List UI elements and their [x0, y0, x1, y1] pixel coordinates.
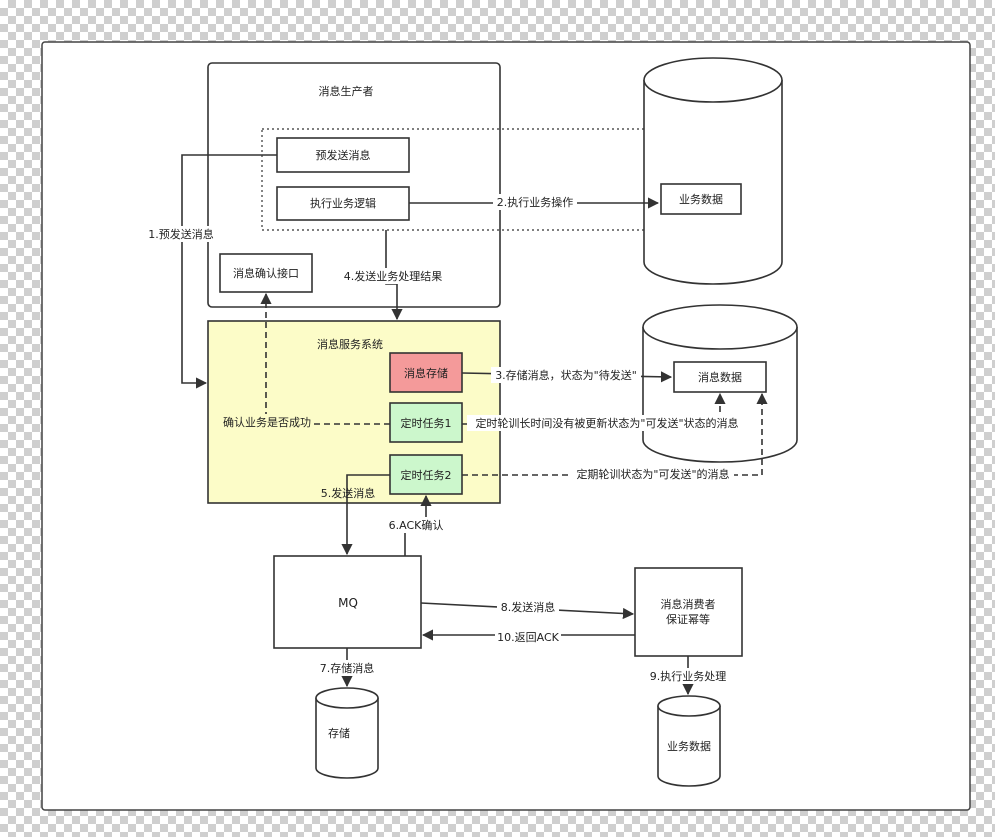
producer-group — [207, 62, 501, 308]
timer1-label: 定时任务1 — [401, 416, 452, 430]
step9-label: 9.执行业务处理 — [650, 669, 727, 683]
poll-timeout-label: 定时轮训长时间没有被更新状态为"可发送"状态的消息 — [475, 416, 738, 430]
step7-label: 7.存储消息 — [320, 661, 375, 675]
step4-label: 4.发送业务处理结果 — [344, 269, 443, 283]
poll-sendable-label: 定期轮训状态为"可发送"的消息 — [576, 467, 729, 481]
timer2-label: 定时任务2 — [401, 468, 452, 482]
storage-cylinder — [315, 698, 379, 779]
step2-bg — [493, 194, 577, 210]
producer-title: 消息生产者 — [319, 84, 374, 98]
service-title: 消息服务系统 — [317, 337, 383, 351]
consumer-db-cylinder — [657, 706, 721, 787]
timer2-box[interactable] — [389, 454, 463, 495]
step4-bg — [338, 268, 448, 284]
confirm-success-label: 确认业务是否成功 — [223, 416, 311, 429]
step1-label: 1.预发送消息 — [148, 227, 214, 241]
confirm-api-box[interactable] — [219, 253, 313, 293]
message-store-label: 消息存储 — [404, 366, 448, 380]
step3-bg — [491, 367, 641, 383]
storage-top — [315, 687, 379, 709]
step2-label: 2.执行业务操作 — [497, 195, 574, 209]
pre-send-label: 预发送消息 — [316, 148, 371, 162]
mq-label: MQ — [338, 596, 358, 610]
consumer-line2: 保证幂等 — [666, 612, 710, 626]
step6-bg — [386, 517, 446, 533]
consumer-db-label: 业务数据 — [667, 739, 711, 753]
step3-label: 3.存储消息，状态为"待发送" — [495, 368, 637, 382]
arrow-pre-send — [181, 154, 277, 389]
business-data-label: 业务数据 — [679, 192, 723, 206]
poll-sendable-bg — [572, 466, 734, 482]
arrow-poll-sendable — [462, 392, 768, 476]
step9-bg — [645, 668, 731, 684]
step10-label: 10.返回ACK — [497, 631, 560, 644]
step8-label: 8.发送消息 — [501, 600, 556, 614]
step7-bg — [316, 660, 378, 676]
confirm-success-bg — [220, 414, 314, 430]
message-data-box[interactable] — [673, 361, 767, 393]
pre-send-box[interactable] — [276, 137, 410, 173]
consumer-box[interactable] — [634, 567, 743, 657]
step8-bg — [497, 599, 559, 615]
step10-bg — [495, 629, 561, 645]
message-data-label: 消息数据 — [698, 370, 742, 384]
message-store-box[interactable] — [389, 352, 463, 393]
business-db-top — [643, 57, 783, 103]
step5-label: 5.发送消息 — [321, 486, 376, 500]
consumer-line1: 消息消费者 — [661, 597, 716, 611]
arrow-send-mq — [341, 474, 390, 556]
business-data-box[interactable] — [660, 183, 742, 215]
confirm-api-label: 消息确认接口 — [233, 266, 299, 280]
business-db-cylinder — [643, 80, 783, 285]
mq-box[interactable] — [273, 555, 422, 649]
message-db-top — [642, 304, 798, 350]
step6-label: 6.ACK确认 — [389, 519, 444, 532]
consumer-db-top — [657, 695, 721, 717]
timer1-box[interactable] — [389, 402, 463, 443]
exec-logic-label: 执行业务逻辑 — [310, 196, 376, 210]
storage-label: 存储 — [328, 726, 350, 740]
step1-bg — [143, 226, 219, 242]
poll-timeout-bg — [467, 415, 747, 431]
